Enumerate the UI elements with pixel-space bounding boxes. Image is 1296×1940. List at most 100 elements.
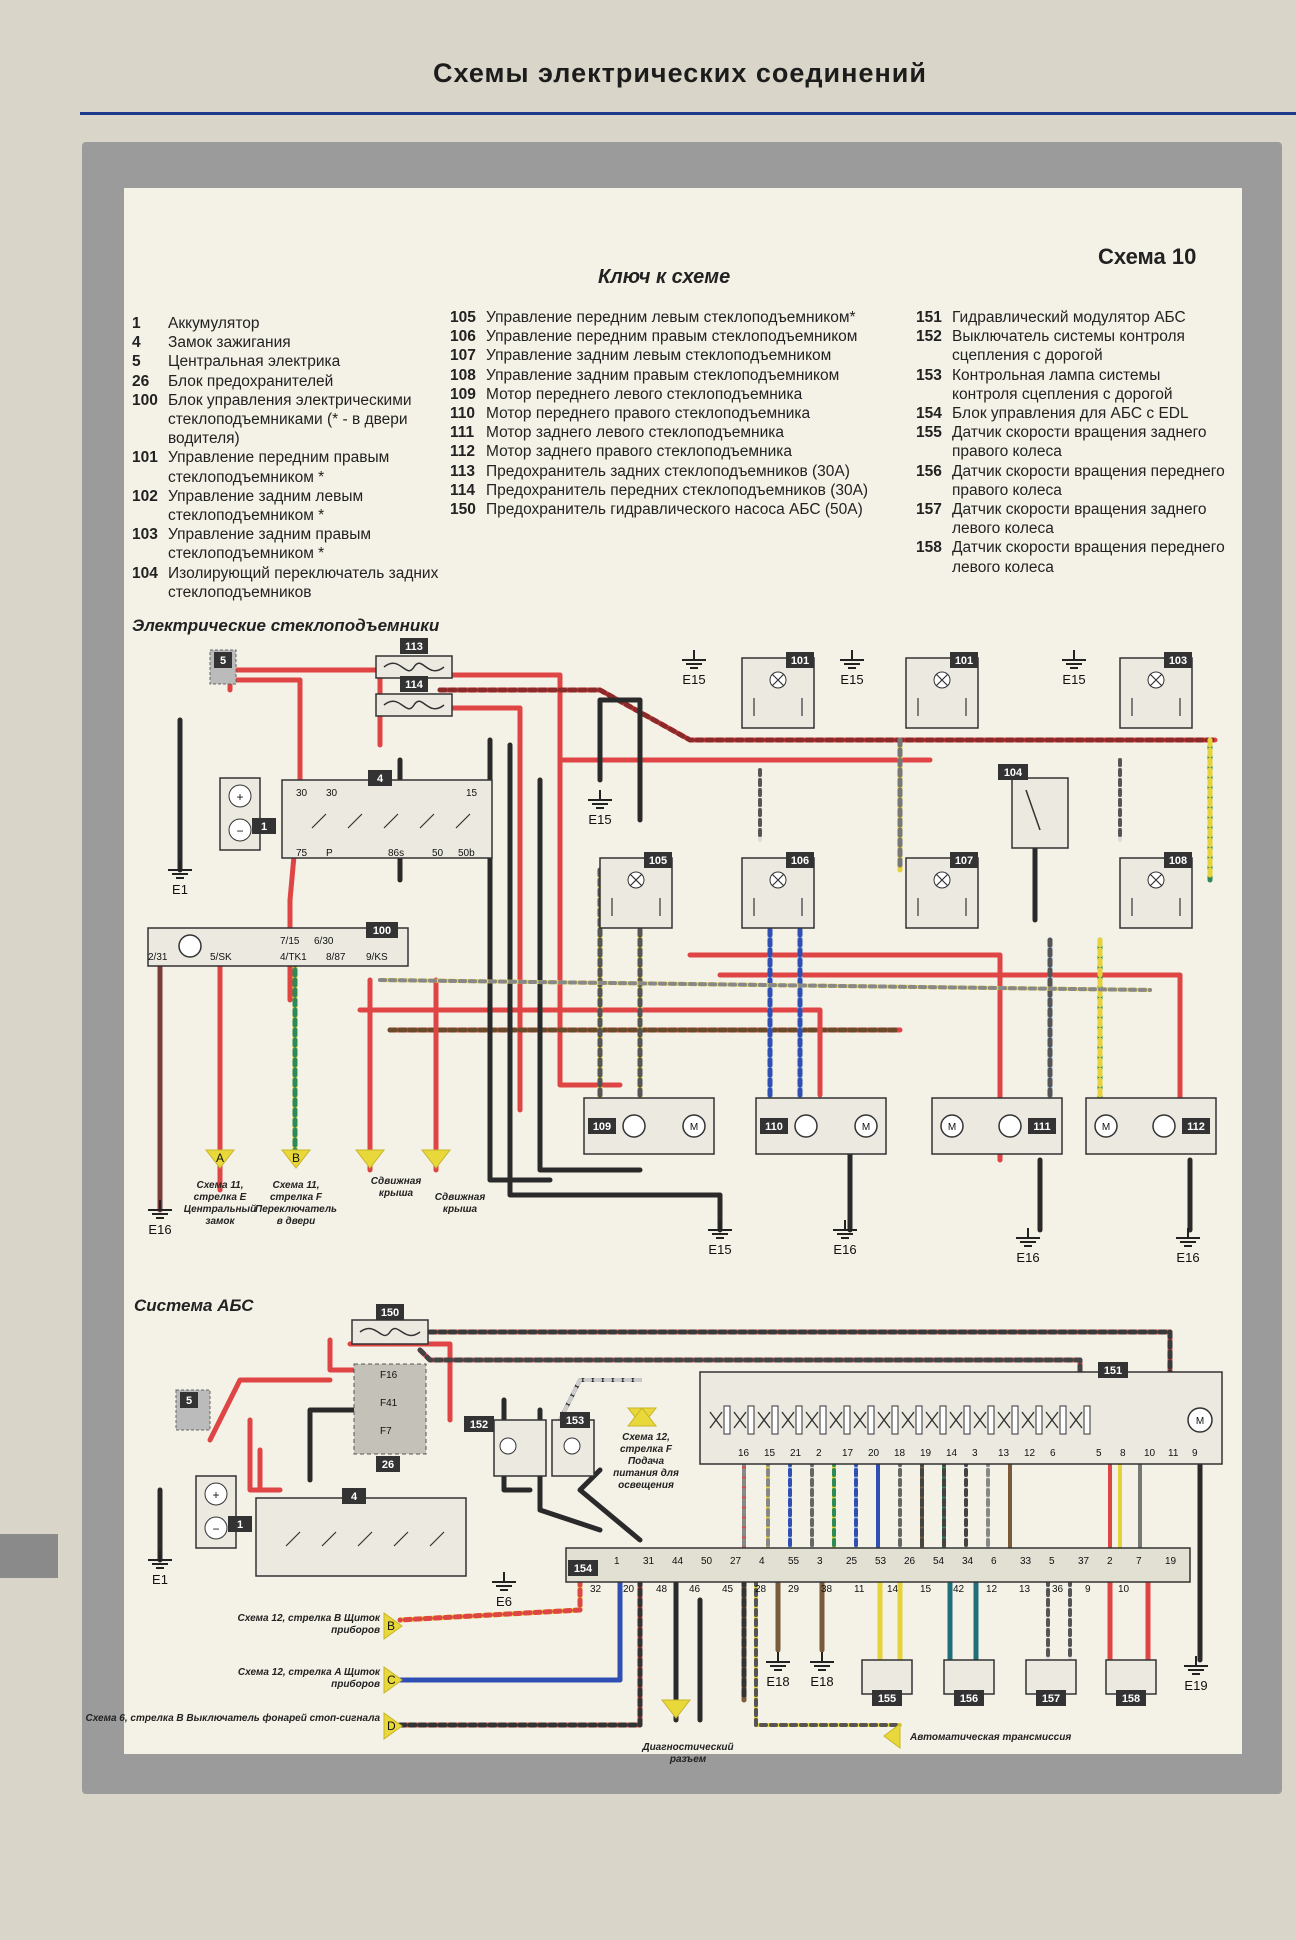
key-item-number: 158: [916, 539, 942, 557]
badge-bg: [950, 852, 978, 868]
valve-symbol: [853, 1411, 867, 1429]
key-item-number: 107: [450, 347, 476, 365]
pin-label: 15: [466, 788, 478, 799]
key-item-text: Управление передним левым стеклоподъемни…: [486, 309, 856, 326]
lamp-cross: [771, 673, 785, 687]
key-item-number: 150: [450, 501, 476, 519]
component-badge: 114: [400, 676, 428, 692]
badge-bg: [644, 852, 672, 868]
key-item-text: Центральная электрика: [168, 353, 341, 371]
component-badge: 5: [214, 652, 232, 668]
pin-label: 54: [933, 1556, 945, 1567]
badge-bg: [950, 652, 978, 668]
battery-minus: [228, 818, 252, 842]
text-line: крыша: [379, 1188, 414, 1199]
component-number: 106: [791, 855, 809, 867]
arrow-letter: A: [216, 1151, 224, 1165]
component-number: 103: [1169, 655, 1187, 667]
key-item-text: Замок зажигания: [168, 334, 291, 352]
ground-symbol: E18: [766, 1652, 790, 1689]
valve-symbol: [1045, 1411, 1059, 1429]
key-item-number: 100: [132, 391, 158, 409]
ground-label: E19: [1184, 1678, 1207, 1693]
component-number: 108: [1169, 855, 1187, 867]
valve-symbol: [973, 1411, 987, 1429]
badge-bg: [1116, 1690, 1146, 1706]
badge-bg: [252, 818, 276, 834]
switch-contact: [347, 813, 363, 829]
switch-contact: [285, 1531, 301, 1547]
pin-label: 3: [972, 1448, 978, 1459]
ground-label: E15: [682, 672, 705, 687]
text-line: стрелка F: [620, 1444, 673, 1455]
text-line: в двери: [277, 1216, 316, 1227]
key-item-number: 154: [916, 405, 942, 423]
valve-symbol: [925, 1411, 939, 1429]
switch-contact: [321, 1531, 337, 1547]
ground-symbol: E1: [168, 860, 192, 897]
key-title: Ключ к схеме: [598, 266, 731, 288]
text-line: Схема 12, стрелка B Щиток: [238, 1613, 381, 1624]
component-badge: 105: [644, 852, 672, 868]
arrow-letter: B: [292, 1151, 300, 1165]
component-number: 101: [955, 655, 973, 667]
pin-label: 1: [614, 1556, 620, 1567]
badge-bg: [1098, 1362, 1128, 1378]
key-item: 150 Предохранитель гидравлического насоса…: [450, 500, 900, 519]
key-item-number: 156: [916, 462, 942, 480]
key-item-text: Блок предохранителей: [168, 372, 334, 390]
valve-symbol: [901, 1411, 915, 1429]
wire-stripe: [397, 1557, 643, 1728]
ground-symbol: E16: [1016, 1228, 1040, 1265]
badge-bg: [180, 1392, 198, 1408]
badge-bg: [998, 764, 1028, 780]
plus-sign: +: [236, 790, 243, 804]
component-number: 100: [373, 925, 391, 937]
wire-stripe: [427, 1329, 1173, 1383]
key-item-text: Предохранитель передних стеклоподъемнико…: [486, 481, 869, 499]
badge-bg: [366, 922, 398, 938]
ground-symbol: E15: [682, 650, 706, 687]
key-item-number: 26: [132, 372, 150, 390]
pin-label: 6/30: [314, 936, 334, 947]
component-number: 151: [1104, 1365, 1122, 1377]
component-badge: 155: [872, 1690, 902, 1706]
pin-label: 45: [722, 1584, 734, 1595]
badge-bg: [464, 1416, 494, 1432]
switch-block: [741, 657, 815, 729]
text-line: приборов: [331, 1678, 380, 1690]
component-badge: 4: [342, 1488, 366, 1504]
component-badge: 106: [786, 852, 814, 868]
switch-contact: [383, 813, 399, 829]
component-badge: 113: [400, 638, 428, 654]
key-item-number: 113: [450, 462, 476, 480]
key-item-number: 109: [450, 385, 476, 403]
key-item-text: Блок управления электрическими стеклопод…: [168, 391, 412, 448]
key-item-text: Предохранитель гидравлического насоса АБ…: [486, 501, 863, 519]
wire: [397, 1557, 643, 1728]
fuse-label: F16: [380, 1370, 398, 1381]
text-line: замок: [205, 1216, 235, 1227]
component-number: 154: [574, 1563, 593, 1575]
ground-symbol: E16: [833, 1220, 857, 1257]
section-title-abs: Система АБС: [134, 1296, 254, 1315]
key-item-number: 1: [132, 315, 141, 332]
component-badge: 111: [1028, 1118, 1056, 1134]
key-item-text: Датчик скорости вращения переднего левог…: [952, 539, 1225, 576]
valve-coil: [819, 1405, 827, 1435]
pin-label: 3: [817, 1556, 823, 1567]
switch-contact: [311, 813, 327, 829]
component-badge: 108: [1164, 852, 1192, 868]
plus-sign: +: [212, 1488, 219, 1502]
badge-bg: [568, 1560, 598, 1576]
arrow-triangle: [354, 1149, 386, 1169]
switch-contact: [429, 1531, 445, 1547]
